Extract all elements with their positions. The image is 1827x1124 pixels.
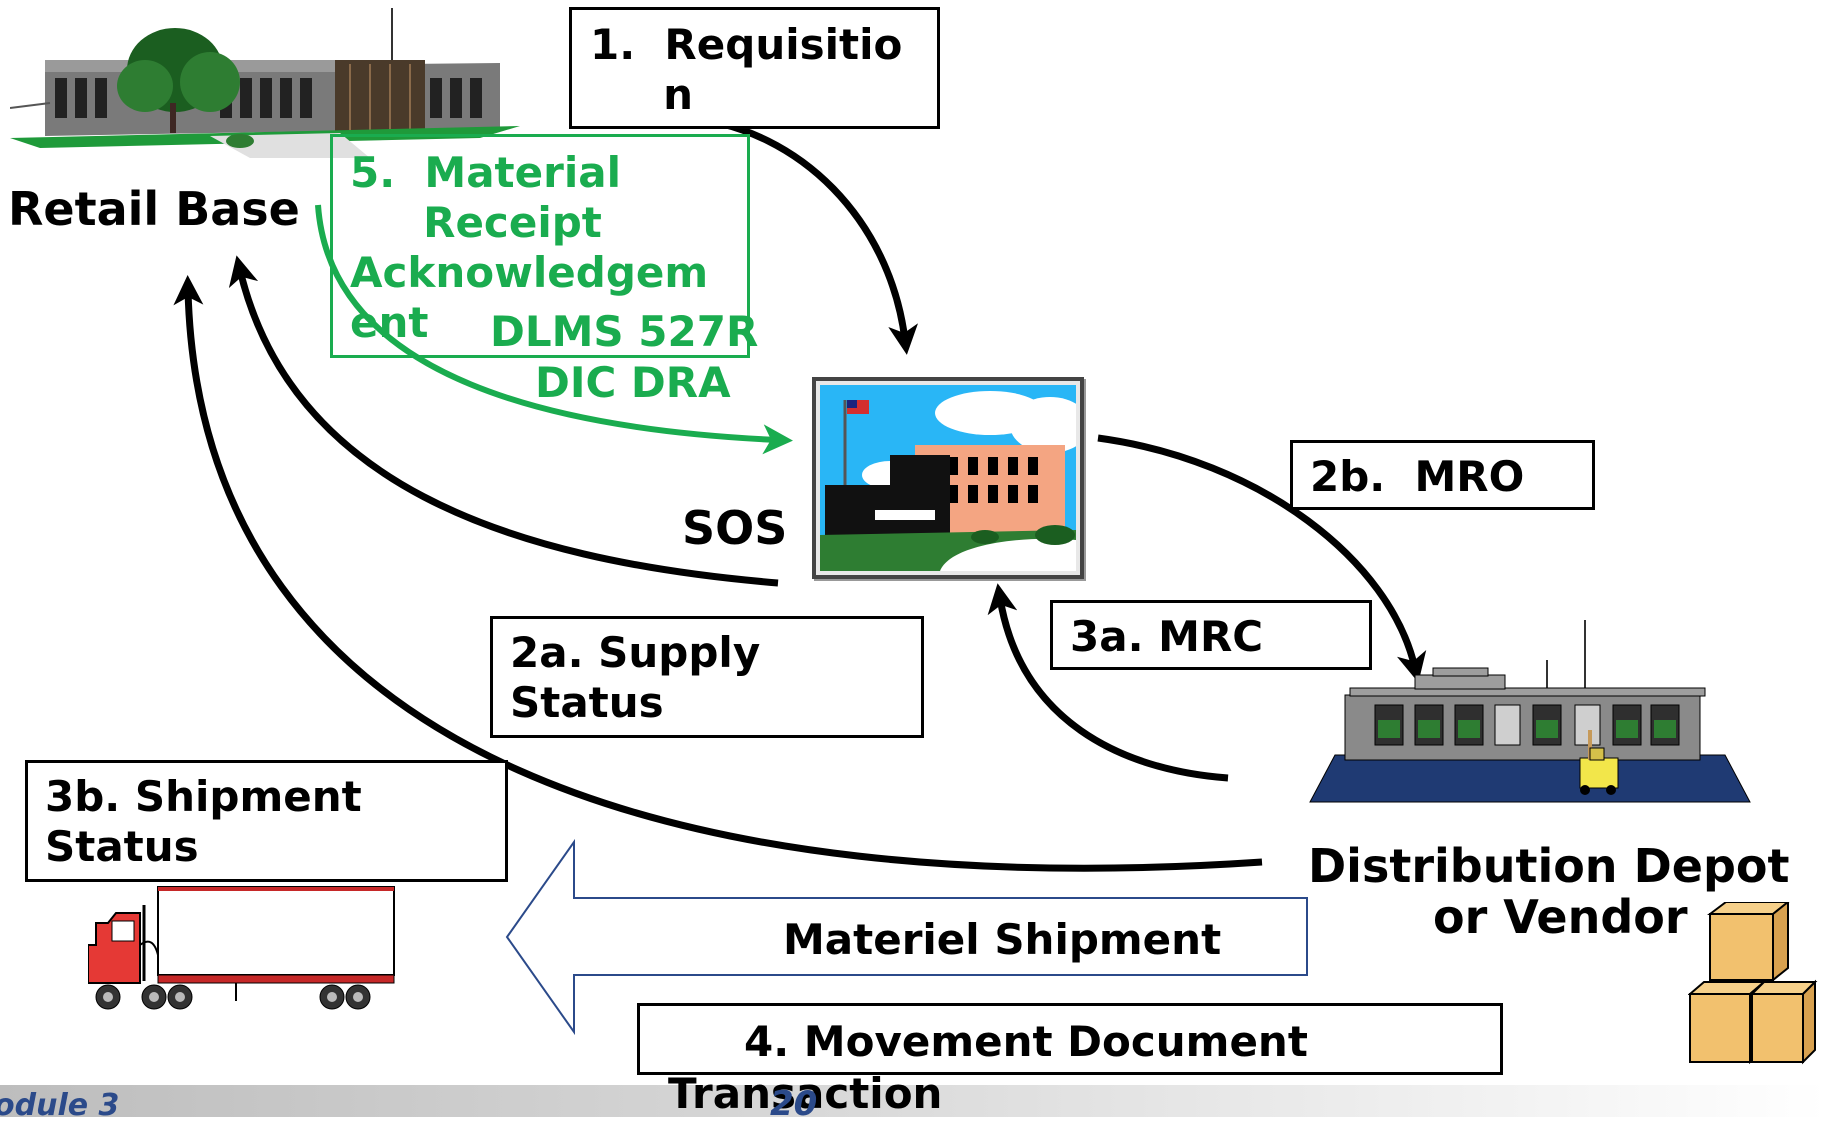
receipt-ack-label: 5. Material Receipt Acknowledgem ent	[350, 148, 709, 347]
mro-label: 2b. MRO	[1310, 452, 1525, 501]
dic-label: DIC DRA	[535, 358, 731, 407]
receipt-ack-arrow	[315, 204, 793, 455]
shipment-status-arrow	[173, 275, 1263, 872]
mrc-arrow	[987, 583, 1229, 782]
boxes-icon	[1688, 902, 1818, 1065]
retail-base-label: Retail Base	[8, 182, 300, 236]
mro-arrow	[1097, 434, 1427, 683]
footer-bar	[0, 1085, 1827, 1117]
supply-status-box	[490, 616, 924, 738]
footer-page-number: 20	[770, 1084, 818, 1124]
requisition-box	[569, 7, 940, 129]
sos-building-icon	[812, 377, 1084, 579]
mrc-label: 3a. MRC	[1070, 612, 1264, 661]
movement-document-box	[637, 1003, 1503, 1075]
movement-document-label: 4. Movement Document	[744, 1017, 1308, 1066]
truck-icon	[88, 886, 395, 1010]
footer-module-label: odule 3	[0, 1088, 120, 1123]
supply-status-label: 2a. Supply Status	[510, 628, 761, 727]
materiel-shipment-label: Materiel Shipment	[783, 915, 1222, 964]
dlms-label: DLMS 527R	[490, 307, 759, 356]
mro-box	[1290, 440, 1595, 510]
movement-document-label-line2: Transaction	[668, 1069, 943, 1118]
depot-label-line2: or Vendor	[1433, 890, 1688, 944]
distribution-depot-icon	[1309, 620, 1751, 803]
receipt-ack-box	[330, 134, 750, 358]
shipment-status-label: 3b. Shipment Status	[45, 772, 362, 871]
materiel-shipment-arrow	[505, 838, 1308, 1036]
shipment-status-box	[25, 760, 508, 882]
requisition-label: 1. Requisitio n	[590, 20, 903, 119]
supply-status-arrow	[228, 255, 779, 587]
sos-label: SOS	[682, 501, 788, 555]
depot-label-line1: Distribution Depot	[1308, 839, 1790, 893]
mrc-box	[1050, 600, 1372, 670]
